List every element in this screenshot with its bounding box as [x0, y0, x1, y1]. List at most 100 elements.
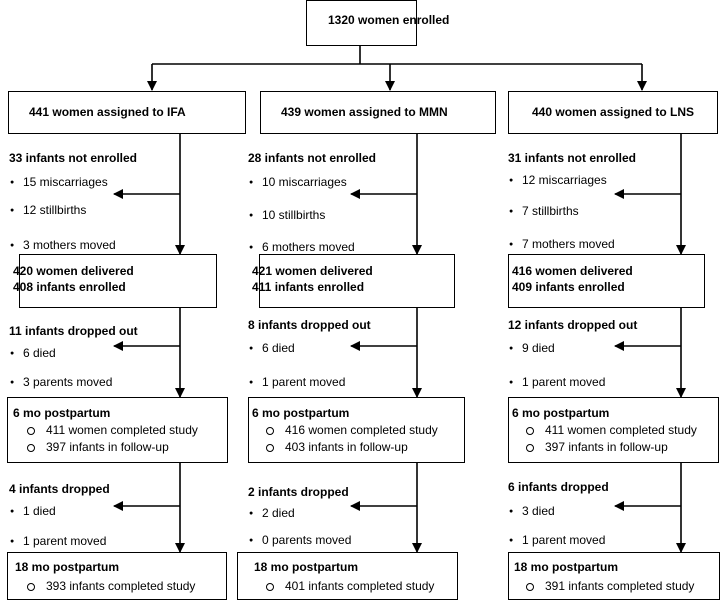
mmn-six-mo-box: 6 mo postpartum 416 women completed study…	[248, 397, 465, 463]
ifa-dropped-out-title: 11 infants dropped out	[9, 324, 138, 338]
ifa-six-mo-item: 411 women completed study	[46, 423, 198, 437]
ifa-delivered-women: 420 women delivered	[13, 264, 134, 278]
ifa-dropped-item: 1 died	[23, 504, 56, 518]
lns-not-enrolled-title: 31 infants not enrolled	[508, 151, 637, 165]
bullet-icon: ●	[509, 177, 514, 184]
hollow-bullet-icon	[266, 444, 274, 452]
ifa-six-mo-box: 6 mo postpartum 411 women completed study…	[7, 397, 228, 463]
hollow-bullet-icon	[27, 427, 35, 435]
enrolled-label: 1320 women enrolled	[328, 13, 450, 27]
lns-six-mo-box: 6 mo postpartum 411 women completed study…	[508, 397, 719, 463]
mmn-six-mo-title: 6 mo postpartum	[252, 406, 350, 420]
mmn-dropped-out-item: 1 parent moved	[262, 375, 346, 389]
mmn-eighteen-mo-box: 18 mo postpartum 401 infants completed st…	[237, 552, 458, 600]
ifa-dropped-out-item: 6 died	[23, 346, 56, 360]
bullet-icon: ●	[249, 345, 254, 352]
lns-not-enrolled-item: 12 miscarriages	[522, 173, 607, 187]
bullet-icon: ●	[10, 350, 15, 357]
mmn-dropped-out-title: 8 infants dropped out	[248, 318, 371, 332]
bullet-icon: ●	[249, 379, 254, 386]
ifa-six-mo-item: 397 infants in follow-up	[46, 440, 169, 454]
lns-assigned-label: 440 women assigned to LNS	[532, 105, 695, 119]
ifa-dropped-item: 1 parent moved	[23, 534, 107, 548]
ifa-delivered-infants: 408 infants enrolled	[13, 280, 126, 294]
mmn-dropped-item: 0 parents moved	[262, 533, 352, 547]
mmn-not-enrolled-title: 28 infants not enrolled	[248, 151, 377, 165]
lns-not-enrolled-item: 7 stillbirths	[522, 204, 579, 218]
mmn-dropped-out-item: 6 died	[262, 341, 295, 355]
hollow-bullet-icon	[266, 427, 274, 435]
hollow-bullet-icon	[27, 444, 35, 452]
bullet-icon: ●	[249, 179, 254, 186]
mmn-dropped-item: 2 died	[262, 506, 295, 520]
lns-dropped-out-item: 9 died	[522, 341, 555, 355]
bullet-icon: ●	[509, 208, 514, 215]
lns-eighteen-mo-title: 18 mo postpartum	[514, 560, 619, 574]
lns-dropped-item: 3 died	[522, 504, 555, 518]
ifa-dropped-out-item: 3 parents moved	[23, 375, 113, 389]
mmn-delivered-women: 421 women delivered	[252, 264, 373, 278]
bullet-icon: ●	[10, 179, 15, 186]
hollow-bullet-icon	[526, 427, 534, 435]
lns-six-mo-item: 411 women completed study	[545, 423, 697, 437]
ifa-six-mo-title: 6 mo postpartum	[13, 406, 111, 420]
bullet-icon: ●	[509, 345, 514, 352]
mmn-assigned-label: 439 women assigned to MMN	[281, 105, 448, 119]
mmn-eighteen-mo-title: 18 mo postpartum	[254, 560, 359, 574]
lns-six-mo-title: 6 mo postpartum	[512, 406, 610, 420]
bullet-icon: ●	[10, 538, 15, 545]
mmn-not-enrolled-item: 10 stillbirths	[262, 208, 326, 222]
hollow-bullet-icon	[526, 583, 534, 591]
ifa-eighteen-mo-title: 18 mo postpartum	[15, 560, 120, 574]
lns-dropped-out-title: 12 infants dropped out	[508, 318, 638, 332]
ifa-eighteen-mo-box: 18 mo postpartum 393 infants completed st…	[7, 552, 227, 600]
lns-dropped-out-item: 1 parent moved	[522, 375, 606, 389]
ifa-eighteen-mo-item: 393 infants completed study	[46, 579, 196, 593]
ifa-not-enrolled-item: 15 miscarriages	[23, 175, 108, 189]
ifa-delivered-box: 420 women delivered 408 infants enrolled	[13, 254, 217, 308]
bullet-icon: ●	[509, 537, 514, 544]
bullet-icon: ●	[249, 212, 254, 219]
hollow-bullet-icon	[266, 583, 274, 591]
ifa-not-enrolled-title: 33 infants not enrolled	[9, 151, 138, 165]
mmn-not-enrolled-item: 6 mothers moved	[262, 240, 355, 254]
mmn-assigned-box: 439 women assigned to MMN	[260, 91, 496, 134]
bullet-icon: ●	[249, 537, 254, 544]
lns-six-mo-item: 397 infants in follow-up	[545, 440, 668, 454]
bullet-icon: ●	[249, 244, 254, 251]
mmn-dropped-title: 2 infants dropped	[248, 485, 349, 499]
ifa-assigned-label: 441 women assigned to IFA	[29, 105, 186, 119]
lns-eighteen-mo-item: 391 infants completed study	[545, 579, 695, 593]
lns-delivered-infants: 409 infants enrolled	[512, 280, 625, 294]
bullet-icon: ●	[10, 207, 15, 214]
bullet-icon: ●	[509, 241, 514, 248]
lns-delivered-women: 416 women delivered	[512, 264, 633, 278]
bullet-icon: ●	[10, 508, 15, 515]
bullet-icon: ●	[10, 242, 15, 249]
mmn-delivered-infants: 411 infants enrolled	[252, 280, 365, 294]
ifa-assigned-box: 441 women assigned to IFA	[8, 91, 246, 134]
lns-not-enrolled-item: 7 mothers moved	[522, 237, 615, 251]
mmn-delivered-box: 421 women delivered 411 infants enrolled	[252, 254, 455, 308]
hollow-bullet-icon	[526, 444, 534, 452]
lns-assigned-box: 440 women assigned to LNS	[508, 91, 718, 134]
mmn-not-enrolled-item: 10 miscarriages	[262, 175, 347, 189]
bullet-icon: ●	[509, 508, 514, 515]
mmn-six-mo-item: 416 women completed study	[285, 423, 438, 437]
enrolled-box: 1320 women enrolled	[306, 0, 449, 46]
bullet-icon: ●	[249, 510, 254, 517]
bullet-icon: ●	[10, 379, 15, 386]
bullet-icon: ●	[509, 379, 514, 386]
ifa-not-enrolled-item: 3 mothers moved	[23, 238, 116, 252]
mmn-six-mo-item: 403 infants in follow-up	[285, 440, 408, 454]
lns-dropped-item: 1 parent moved	[522, 533, 606, 547]
lns-dropped-title: 6 infants dropped	[508, 480, 609, 494]
ifa-dropped-title: 4 infants dropped	[9, 482, 110, 496]
lns-eighteen-mo-box: 18 mo postpartum 391 infants completed st…	[508, 552, 720, 600]
mmn-eighteen-mo-item: 401 infants completed study	[285, 579, 435, 593]
lns-delivered-box: 416 women delivered 409 infants enrolled	[508, 254, 705, 308]
hollow-bullet-icon	[27, 583, 35, 591]
ifa-not-enrolled-item: 12 stillbirths	[23, 203, 87, 217]
